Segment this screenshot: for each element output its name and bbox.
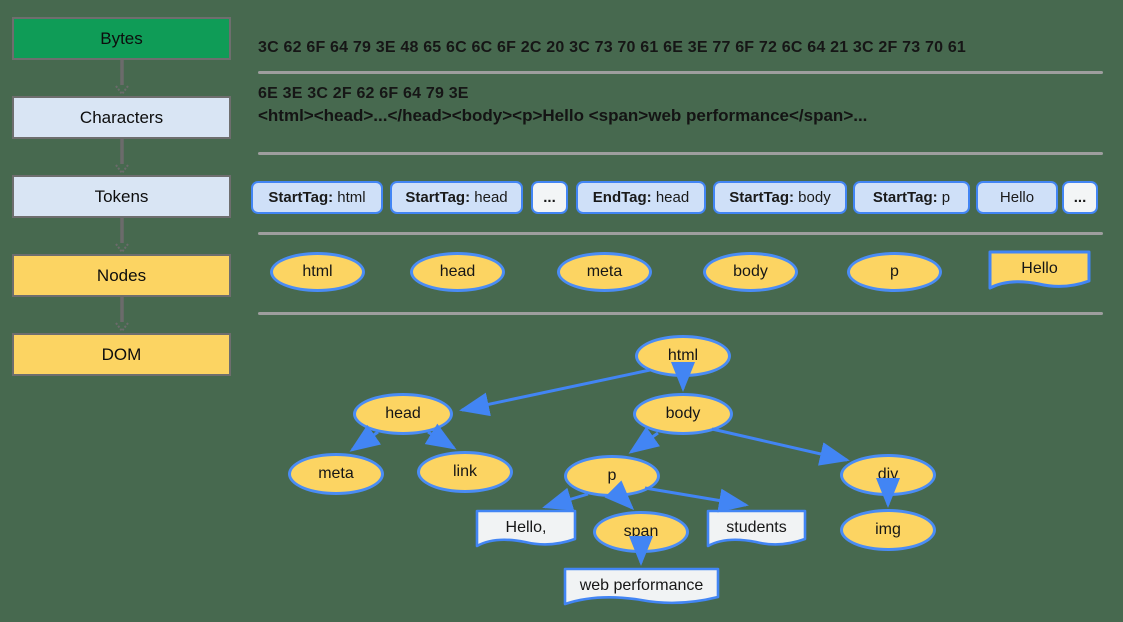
- stage-box-characters: Characters: [12, 96, 231, 139]
- node-label: html: [667, 347, 699, 364]
- flag-label: students: [726, 519, 787, 537]
- flag-shape: [475, 509, 577, 548]
- token-kind: StartTag:: [872, 189, 938, 206]
- divider-nodes-dom: [258, 312, 1103, 315]
- divider-characters-tokens: [258, 152, 1103, 155]
- characters-text: <html><head>...</head><body><p>Hello <sp…: [258, 106, 868, 125]
- node-flag-hello: Hello: [988, 250, 1091, 294]
- token-endtag-head: EndTag: head: [576, 181, 706, 214]
- token-starttag-p: StartTag: p: [853, 181, 970, 214]
- flag-shape: [706, 509, 807, 548]
- token-kind: StartTag:: [268, 189, 334, 206]
- node-label: body: [733, 263, 768, 280]
- dom-node-span: span: [593, 511, 689, 553]
- flag-shape: [563, 567, 720, 606]
- token-value: body: [794, 189, 831, 206]
- flag-label: Hello,: [505, 519, 547, 537]
- token-value: ...: [543, 189, 556, 206]
- edge-p-to-span: [604, 480, 635, 511]
- arrowhead-tokens-to-nodes: [115, 243, 129, 254]
- stage-box-bytes: Bytes: [12, 17, 231, 60]
- bytes-hex-line2: 6E 3E 3C 2F 62 6F 64 79 3E: [258, 85, 469, 102]
- token-ellipsis-1: ...: [531, 181, 568, 214]
- edge-head-to-meta: [349, 424, 382, 452]
- node-ellipse-body: body: [703, 252, 798, 292]
- node-ellipse-html: html: [270, 252, 365, 292]
- token-value: Hello: [999, 189, 1035, 206]
- stage-box-nodes: Nodes: [12, 254, 231, 297]
- edge-body-to-div: [711, 427, 850, 466]
- bytes-hex-line1: 3C 62 6F 64 79 3E 48 65 6C 6C 6F 2C 20 3…: [258, 39, 967, 56]
- node-label: head: [439, 263, 476, 280]
- flag-shape: [988, 250, 1091, 290]
- token-starttag-html: StartTag: html: [251, 181, 383, 214]
- token-kind: StartTag:: [405, 189, 471, 206]
- token-starttag-head: StartTag: head: [390, 181, 523, 214]
- node-label: span: [623, 523, 659, 540]
- node-label: body: [665, 405, 701, 422]
- stage-label-characters: Characters: [79, 107, 164, 127]
- arrowhead-bytes-to-characters: [115, 85, 129, 96]
- token-kind: StartTag:: [729, 189, 795, 206]
- node-label: p: [607, 467, 617, 484]
- dom-node-head: head: [353, 393, 453, 435]
- node-label: div: [877, 466, 899, 483]
- token-value: head: [651, 189, 690, 206]
- dom-node-p: p: [564, 455, 660, 497]
- node-label: img: [875, 521, 901, 538]
- token-value: ...: [1073, 189, 1087, 206]
- divider-bytes-characters: [258, 71, 1103, 74]
- flag-label: web performance: [579, 577, 704, 595]
- divider-tokens-nodes: [258, 232, 1103, 235]
- stage-label-dom: DOM: [101, 344, 142, 364]
- stage-label-nodes: Nodes: [96, 265, 147, 285]
- edge-p-to-hello: [542, 487, 589, 511]
- token-value: p: [937, 189, 951, 206]
- flag-label: Hello: [1021, 260, 1058, 278]
- token-starttag-body: StartTag: body: [713, 181, 847, 214]
- dom-node-body: body: [633, 393, 733, 435]
- node-label: meta: [318, 465, 354, 482]
- token-value: head: [470, 189, 508, 206]
- stage-box-dom: DOM: [12, 333, 231, 376]
- node-label: meta: [586, 263, 623, 280]
- dom-flag-hello: Hello,: [475, 509, 577, 553]
- stage-label-tokens: Tokens: [94, 186, 149, 206]
- arrowhead-characters-to-tokens: [115, 164, 129, 175]
- node-label: link: [452, 463, 477, 480]
- node-label: p: [890, 263, 899, 280]
- edge-html-to-head: [459, 368, 651, 417]
- node-label: html: [302, 263, 333, 280]
- stage-box-tokens: Tokens: [12, 175, 231, 218]
- stage-label-bytes: Bytes: [100, 28, 143, 48]
- token-value: html: [333, 189, 366, 206]
- edge-head-to-link: [424, 423, 457, 450]
- bytes-hex-text: 3C 62 6F 64 79 3E 48 65 6C 6C 6F 2C 20 3…: [258, 13, 1058, 105]
- node-ellipse-head: head: [410, 252, 505, 292]
- dom-flag-students: students: [706, 509, 807, 553]
- dom-node-html: html: [635, 335, 731, 377]
- edge-p-to-students: [644, 486, 749, 513]
- edge-body-to-p: [628, 426, 660, 454]
- node-ellipse-meta: meta: [557, 252, 652, 292]
- node-label: head: [385, 405, 421, 422]
- dom-node-meta: meta: [288, 453, 384, 495]
- dom-flag-web-performance: web performance: [563, 567, 720, 611]
- token-text-hello: Hello: [976, 181, 1058, 214]
- node-ellipse-p: p: [847, 252, 942, 292]
- arrowhead-nodes-to-dom: [115, 322, 129, 333]
- dom-node-link: link: [417, 451, 513, 493]
- token-kind: EndTag:: [592, 189, 652, 206]
- token-ellipsis-2: ...: [1062, 181, 1098, 214]
- dom-node-div: div: [840, 454, 936, 496]
- dom-node-img: img: [840, 509, 936, 551]
